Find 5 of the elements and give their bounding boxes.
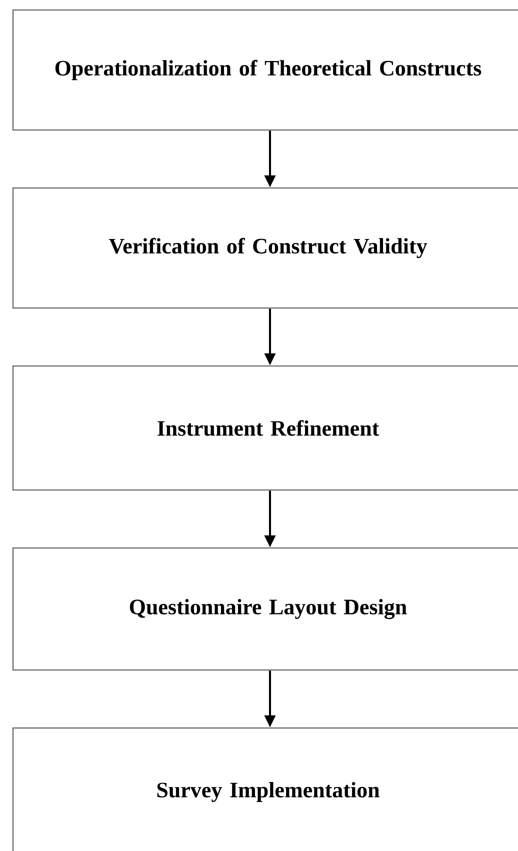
process-box: Verification of Construct Validity xyxy=(12,187,518,309)
process-box: Instrument Refinement xyxy=(12,365,518,491)
process-box: Survey Implementation xyxy=(12,727,518,851)
process-box: Questionnaire Layout Design xyxy=(12,547,518,671)
process-box: Operationalization of Theoretical Constructs xyxy=(12,9,518,131)
